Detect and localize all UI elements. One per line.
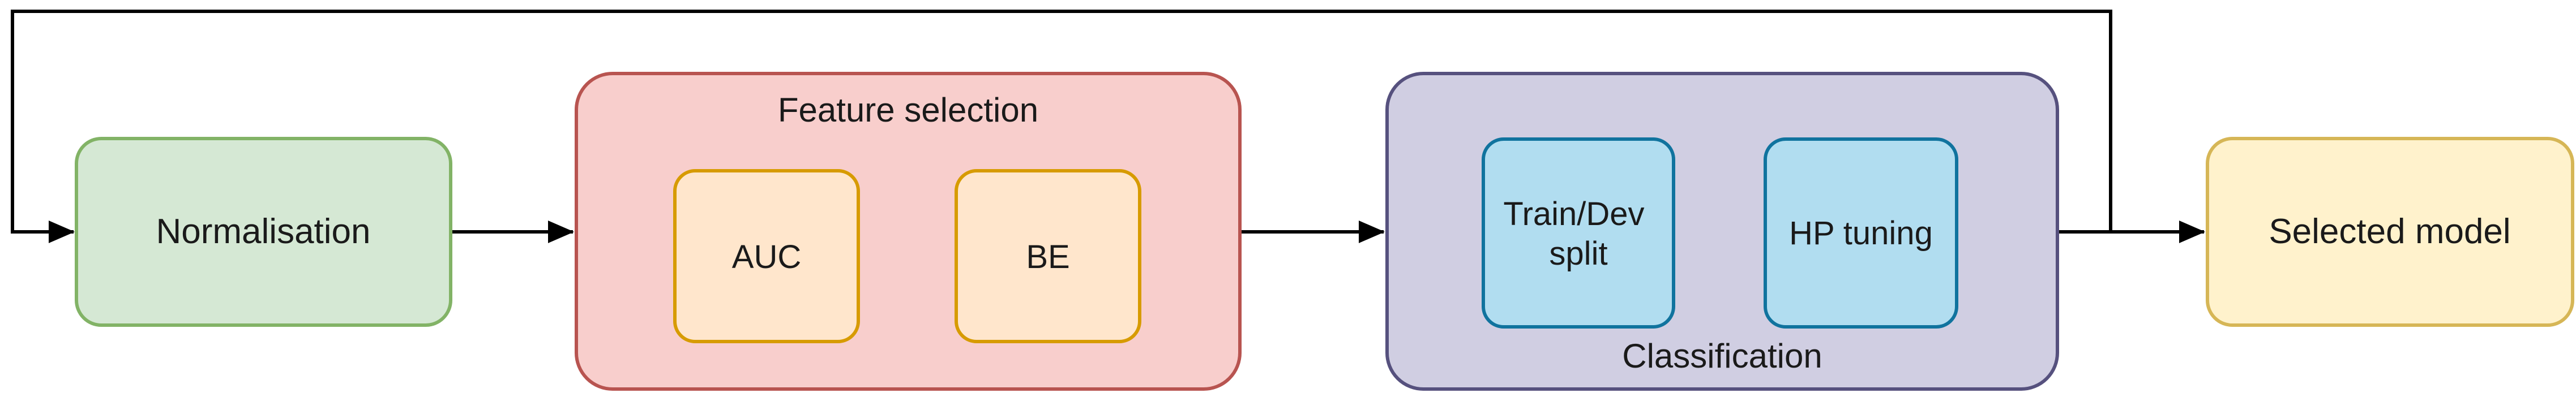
be-label: BE bbox=[1026, 239, 1069, 275]
selected-model-label: Selected model bbox=[2269, 212, 2510, 251]
train-dev-split-node: Train/Dev split bbox=[1482, 137, 1675, 329]
selected-model-node: Selected model bbox=[2206, 137, 2574, 327]
auc-node: AUC bbox=[673, 169, 860, 343]
normalisation-label: Normalisation bbox=[156, 212, 370, 251]
feature-selection-group: Feature selection AUC BE bbox=[575, 72, 1242, 391]
normalisation-node: Normalisation bbox=[75, 137, 452, 327]
be-node: BE bbox=[955, 169, 1141, 343]
train-dev-split-line-2: split bbox=[1549, 235, 1607, 272]
feedback-loop-edge bbox=[11, 10, 2112, 243]
train-dev-split-line-1: Train/Dev bbox=[1503, 196, 1644, 232]
hp-tuning-label: HP tuning bbox=[1789, 215, 1933, 252]
classification-title: Classification bbox=[1622, 337, 1822, 375]
feature-selection-title: Feature selection bbox=[778, 91, 1038, 129]
hp-tuning-node: HP tuning bbox=[1764, 137, 1958, 329]
train-dev-split-label: Train/Dev split bbox=[1503, 196, 1653, 272]
classification-group: Classification Train/Dev split HP tuning bbox=[1385, 72, 2059, 391]
auc-label: AUC bbox=[732, 239, 801, 275]
